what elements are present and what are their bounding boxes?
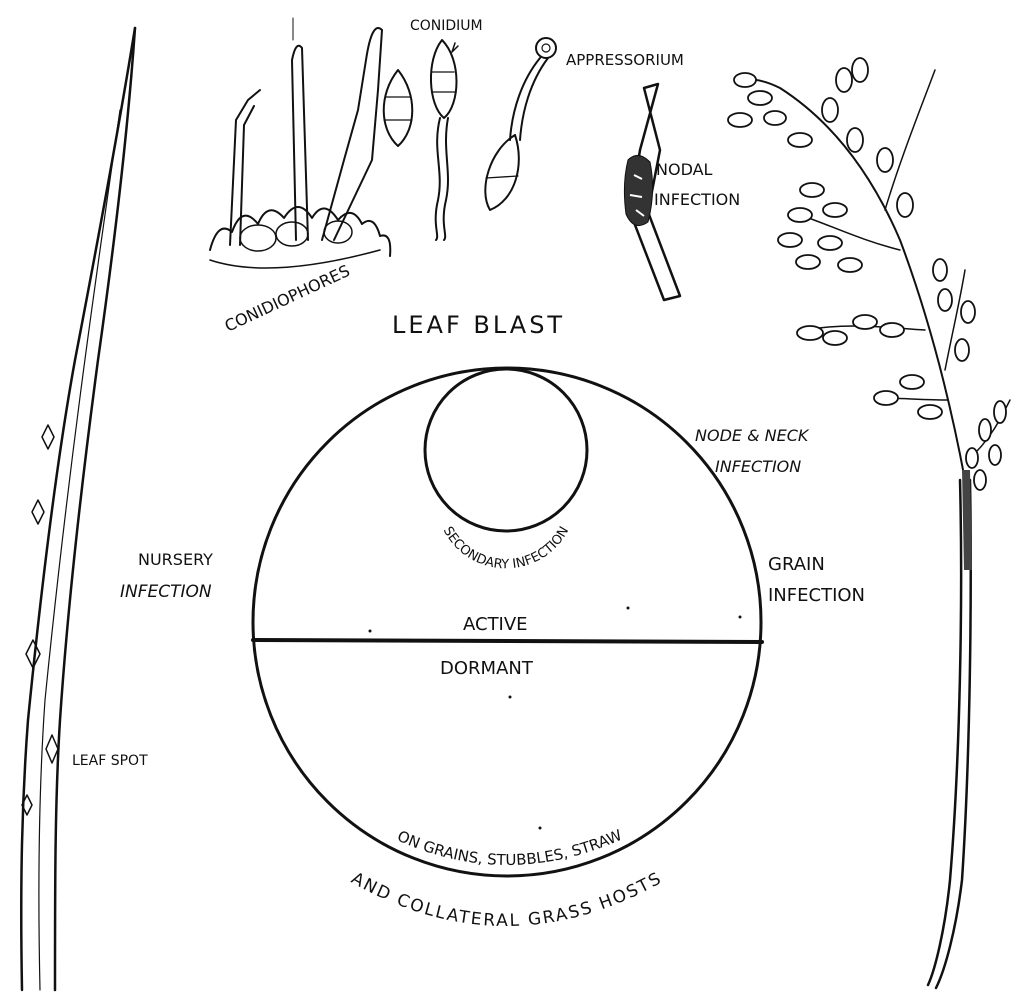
label-leaf-spot: LEAF SPOT bbox=[72, 753, 148, 769]
label-nodal-line2: INFECTION bbox=[654, 190, 740, 209]
label-conidiophores: CONIDIOPHORES bbox=[222, 261, 353, 336]
appressorium-illustration bbox=[485, 38, 556, 210]
label-dormant: DORMANT bbox=[440, 658, 534, 679]
label-node-neck-line2: INFECTION bbox=[715, 457, 801, 476]
active-dormant-divider bbox=[253, 640, 762, 642]
label-nodal-line1: NODAL bbox=[656, 160, 713, 179]
label-active: ACTIVE bbox=[463, 614, 528, 635]
leaf-illustration-left bbox=[21, 28, 135, 990]
rice-panicle-illustration bbox=[728, 58, 1010, 988]
conidium-illustration bbox=[384, 70, 413, 146]
cycle-inner-circle bbox=[425, 369, 587, 531]
label-collateral-hosts-arc: AND COLLATERAL GRASS HOSTS bbox=[348, 868, 666, 931]
conidiophores-illustration bbox=[210, 18, 390, 268]
label-leaf-blast: LEAF BLAST bbox=[392, 311, 565, 339]
label-appressorium: APPRESSORIUM bbox=[566, 51, 684, 69]
label-node-neck-line1: NODE & NECK bbox=[695, 426, 810, 445]
label-grain-line1: GRAIN bbox=[768, 554, 825, 575]
label-grain-line2: INFECTION bbox=[768, 585, 865, 606]
label-nursery-line1: NURSERY bbox=[138, 550, 213, 569]
label-nursery-line2: INFECTION bbox=[120, 582, 212, 602]
label-conidium: CONIDIUM bbox=[410, 18, 483, 34]
germinating-conidium-illustration bbox=[431, 40, 458, 240]
